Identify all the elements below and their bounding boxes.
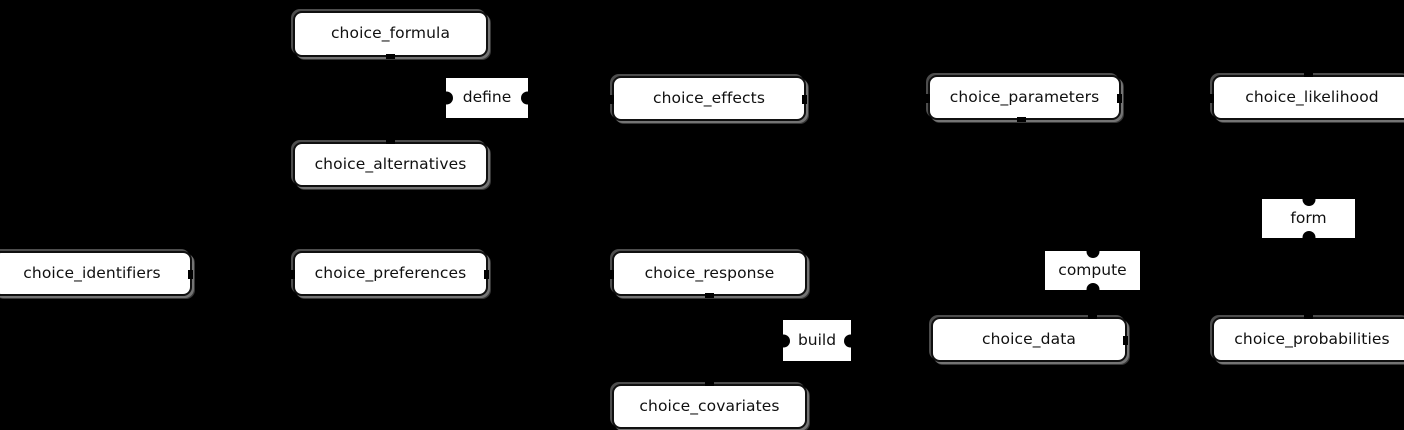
port-choice-probabilities-top	[1304, 314, 1313, 319]
edge-label-text: build	[797, 330, 837, 349]
connector-notch-icon	[1086, 283, 1099, 296]
node-choice-preferences[interactable]: choice_preferences	[293, 251, 488, 296]
connector-notch-icon	[777, 334, 790, 347]
edge-label-text: form	[1290, 208, 1327, 227]
node-label: choice_alternatives	[314, 154, 467, 173]
connector-notch-icon	[440, 91, 453, 105]
port-choice-parameters-bottom	[1017, 117, 1026, 122]
node-label: choice_formula	[330, 24, 451, 43]
node-choice-identifiers[interactable]: choice_identifiers	[0, 251, 192, 296]
node-choice-data[interactable]: choice_data	[931, 317, 1127, 362]
port-choice-covariates-top	[705, 381, 714, 386]
port-choice-alternatives-top	[386, 139, 395, 144]
port-choice-data-top	[1088, 314, 1097, 319]
edge-label-compute[interactable]: compute	[1045, 245, 1140, 296]
node-label: choice_likelihood	[1245, 87, 1379, 106]
node-label: choice_response	[644, 263, 775, 282]
node-label: choice_effects	[652, 88, 765, 107]
node-choice-formula[interactable]: choice_formula	[293, 11, 488, 57]
edge-label-text: define	[462, 88, 512, 107]
node-choice-effects[interactable]: choice_effects	[612, 76, 806, 121]
edge-choice_covariates-choice_data	[806, 361, 932, 407]
port-choice-parameters-left	[925, 94, 930, 103]
port-choice-likelihood-left	[1209, 94, 1214, 103]
connector-notch-icon	[521, 91, 534, 105]
port-choice-effects-left	[609, 95, 614, 104]
port-choice-effects-right	[802, 95, 807, 104]
port-choice-formula-bottom	[386, 54, 395, 59]
connector-notch-icon	[1302, 193, 1315, 206]
port-choice-identifiers-right	[188, 270, 193, 279]
port-choice-response-left	[609, 270, 614, 279]
node-choice-probabilities[interactable]: choice_probabilities	[1212, 317, 1404, 362]
port-choice-response-bottom	[705, 293, 714, 298]
edge-label-define[interactable]: define	[440, 78, 534, 118]
node-choice-covariates[interactable]: choice_covariates	[612, 384, 807, 429]
node-choice-likelihood[interactable]: choice_likelihood	[1212, 75, 1404, 120]
connector-notch-icon	[1302, 231, 1315, 244]
port-choice-data-right	[1123, 336, 1128, 345]
node-label: choice_preferences	[314, 263, 467, 282]
node-choice-response[interactable]: choice_response	[612, 251, 807, 296]
edge-label-form[interactable]: form	[1262, 193, 1355, 244]
port-choice-parameters-right	[1117, 94, 1122, 103]
node-label: choice_data	[982, 329, 1076, 348]
connector-notch-icon	[844, 334, 857, 347]
node-choice-alternatives[interactable]: choice_alternatives	[293, 142, 488, 187]
node-label: choice_covariates	[639, 396, 780, 415]
node-label: choice_parameters	[949, 87, 1100, 106]
port-choice-preferences-left	[290, 270, 295, 279]
edge-label-text: compute	[1058, 260, 1127, 279]
connector-notch-icon	[1086, 245, 1099, 258]
node-choice-parameters[interactable]: choice_parameters	[928, 75, 1121, 120]
node-label: choice_probabilities	[1234, 329, 1390, 348]
edge-label-build[interactable]: build	[777, 320, 857, 361]
port-choice-likelihood-top	[1304, 72, 1313, 77]
port-choice-preferences-right	[484, 270, 489, 279]
node-label: choice_identifiers	[23, 263, 161, 282]
